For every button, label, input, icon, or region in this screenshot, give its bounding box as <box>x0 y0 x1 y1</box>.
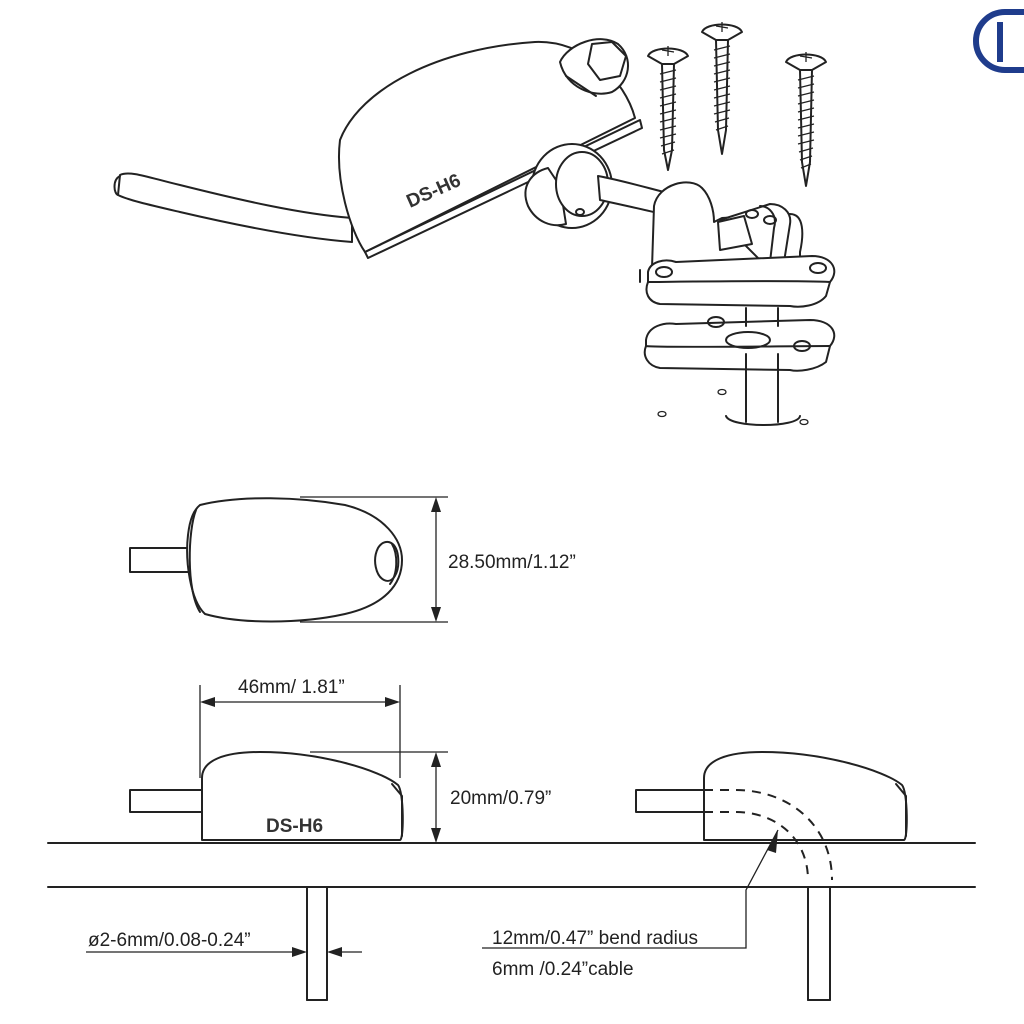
exploded-view: DS-H6 <box>113 22 836 426</box>
top-view: 28.50mm/1.12” <box>129 496 576 623</box>
section-cable-stub <box>635 789 707 813</box>
wood-screw-2 <box>701 22 743 155</box>
section-body <box>703 751 908 841</box>
top-view-rear-edge <box>188 509 201 613</box>
model-mark-side: DS-H6 <box>266 816 323 837</box>
cable <box>117 172 353 243</box>
top-view-body <box>186 497 403 623</box>
cable-end <box>113 175 121 196</box>
wood-screw-3 <box>785 52 827 187</box>
top-view-cable <box>129 547 195 573</box>
base-housing <box>651 181 804 271</box>
side-view-cable <box>129 789 205 813</box>
base-flange <box>639 255 836 308</box>
gasket <box>643 316 836 372</box>
side-view-left: DS-H6 46mm/ 1.81” 20mm/0.79” ø2-6mm/0.08… <box>86 677 551 1001</box>
deck-cable <box>725 307 801 426</box>
bend-radius-label: 12mm/0.47” bend radius <box>492 928 698 949</box>
hidden-cable-outer <box>704 789 833 881</box>
cover-screw <box>559 38 630 97</box>
deck-section <box>47 842 976 888</box>
cable-size-label: 6mm /0.24”cable <box>492 959 634 980</box>
height-dimension-label: 20mm/0.79” <box>450 788 551 809</box>
width-dimension-label: 28.50mm/1.12” <box>448 552 576 573</box>
wood-screw-1 <box>647 46 689 171</box>
brand-logo <box>973 9 1024 73</box>
side-view-right: 12mm/0.47” bend radius 6mm /0.24”cable <box>482 751 908 1001</box>
grommet <box>524 143 613 229</box>
hole-diameter-label: ø2-6mm/0.08-0.24” <box>88 930 251 951</box>
deck-holes <box>657 388 809 426</box>
hidden-cable-inner <box>704 811 809 881</box>
length-dimension-label: 46mm/ 1.81” <box>238 677 345 698</box>
